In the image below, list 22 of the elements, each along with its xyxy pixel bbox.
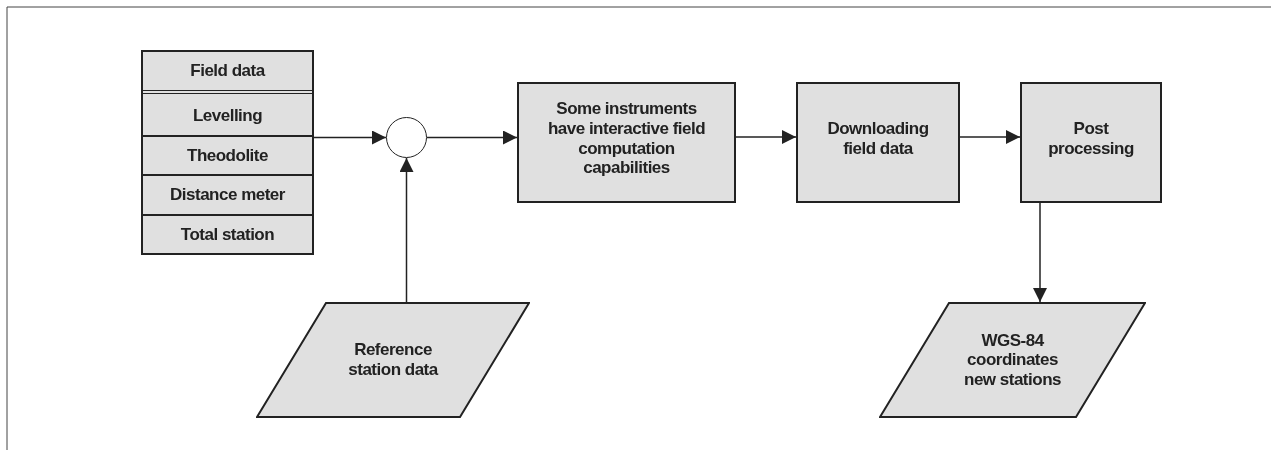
arrow [735, 130, 797, 144]
process-box [1020, 82, 1162, 203]
node-text: Some instruments have interactive field computation capabilities [546, 99, 707, 178]
node-text: Total station [180, 224, 275, 245]
data-parallelogram [879, 302, 1146, 418]
data-parallelogram [256, 302, 530, 418]
node-text: Distance meter [170, 185, 285, 205]
arrow [426, 130, 518, 145]
node-text: Levelling [192, 105, 263, 126]
arrow [399, 157, 414, 303]
process-box [796, 82, 960, 203]
arrow [959, 130, 1021, 144]
node-text: Post processing [1047, 118, 1135, 159]
arrow [1033, 202, 1047, 303]
process-box [517, 82, 736, 203]
node-text: Downloading field data [826, 118, 930, 159]
node-text: Field data [190, 61, 265, 81]
node-text: Reference station data [347, 340, 440, 380]
node-text: Theodolite [187, 145, 268, 166]
node-text: WGS-84 coordinates new stations [963, 330, 1062, 390]
arrow [313, 130, 387, 145]
list-box [141, 50, 314, 255]
